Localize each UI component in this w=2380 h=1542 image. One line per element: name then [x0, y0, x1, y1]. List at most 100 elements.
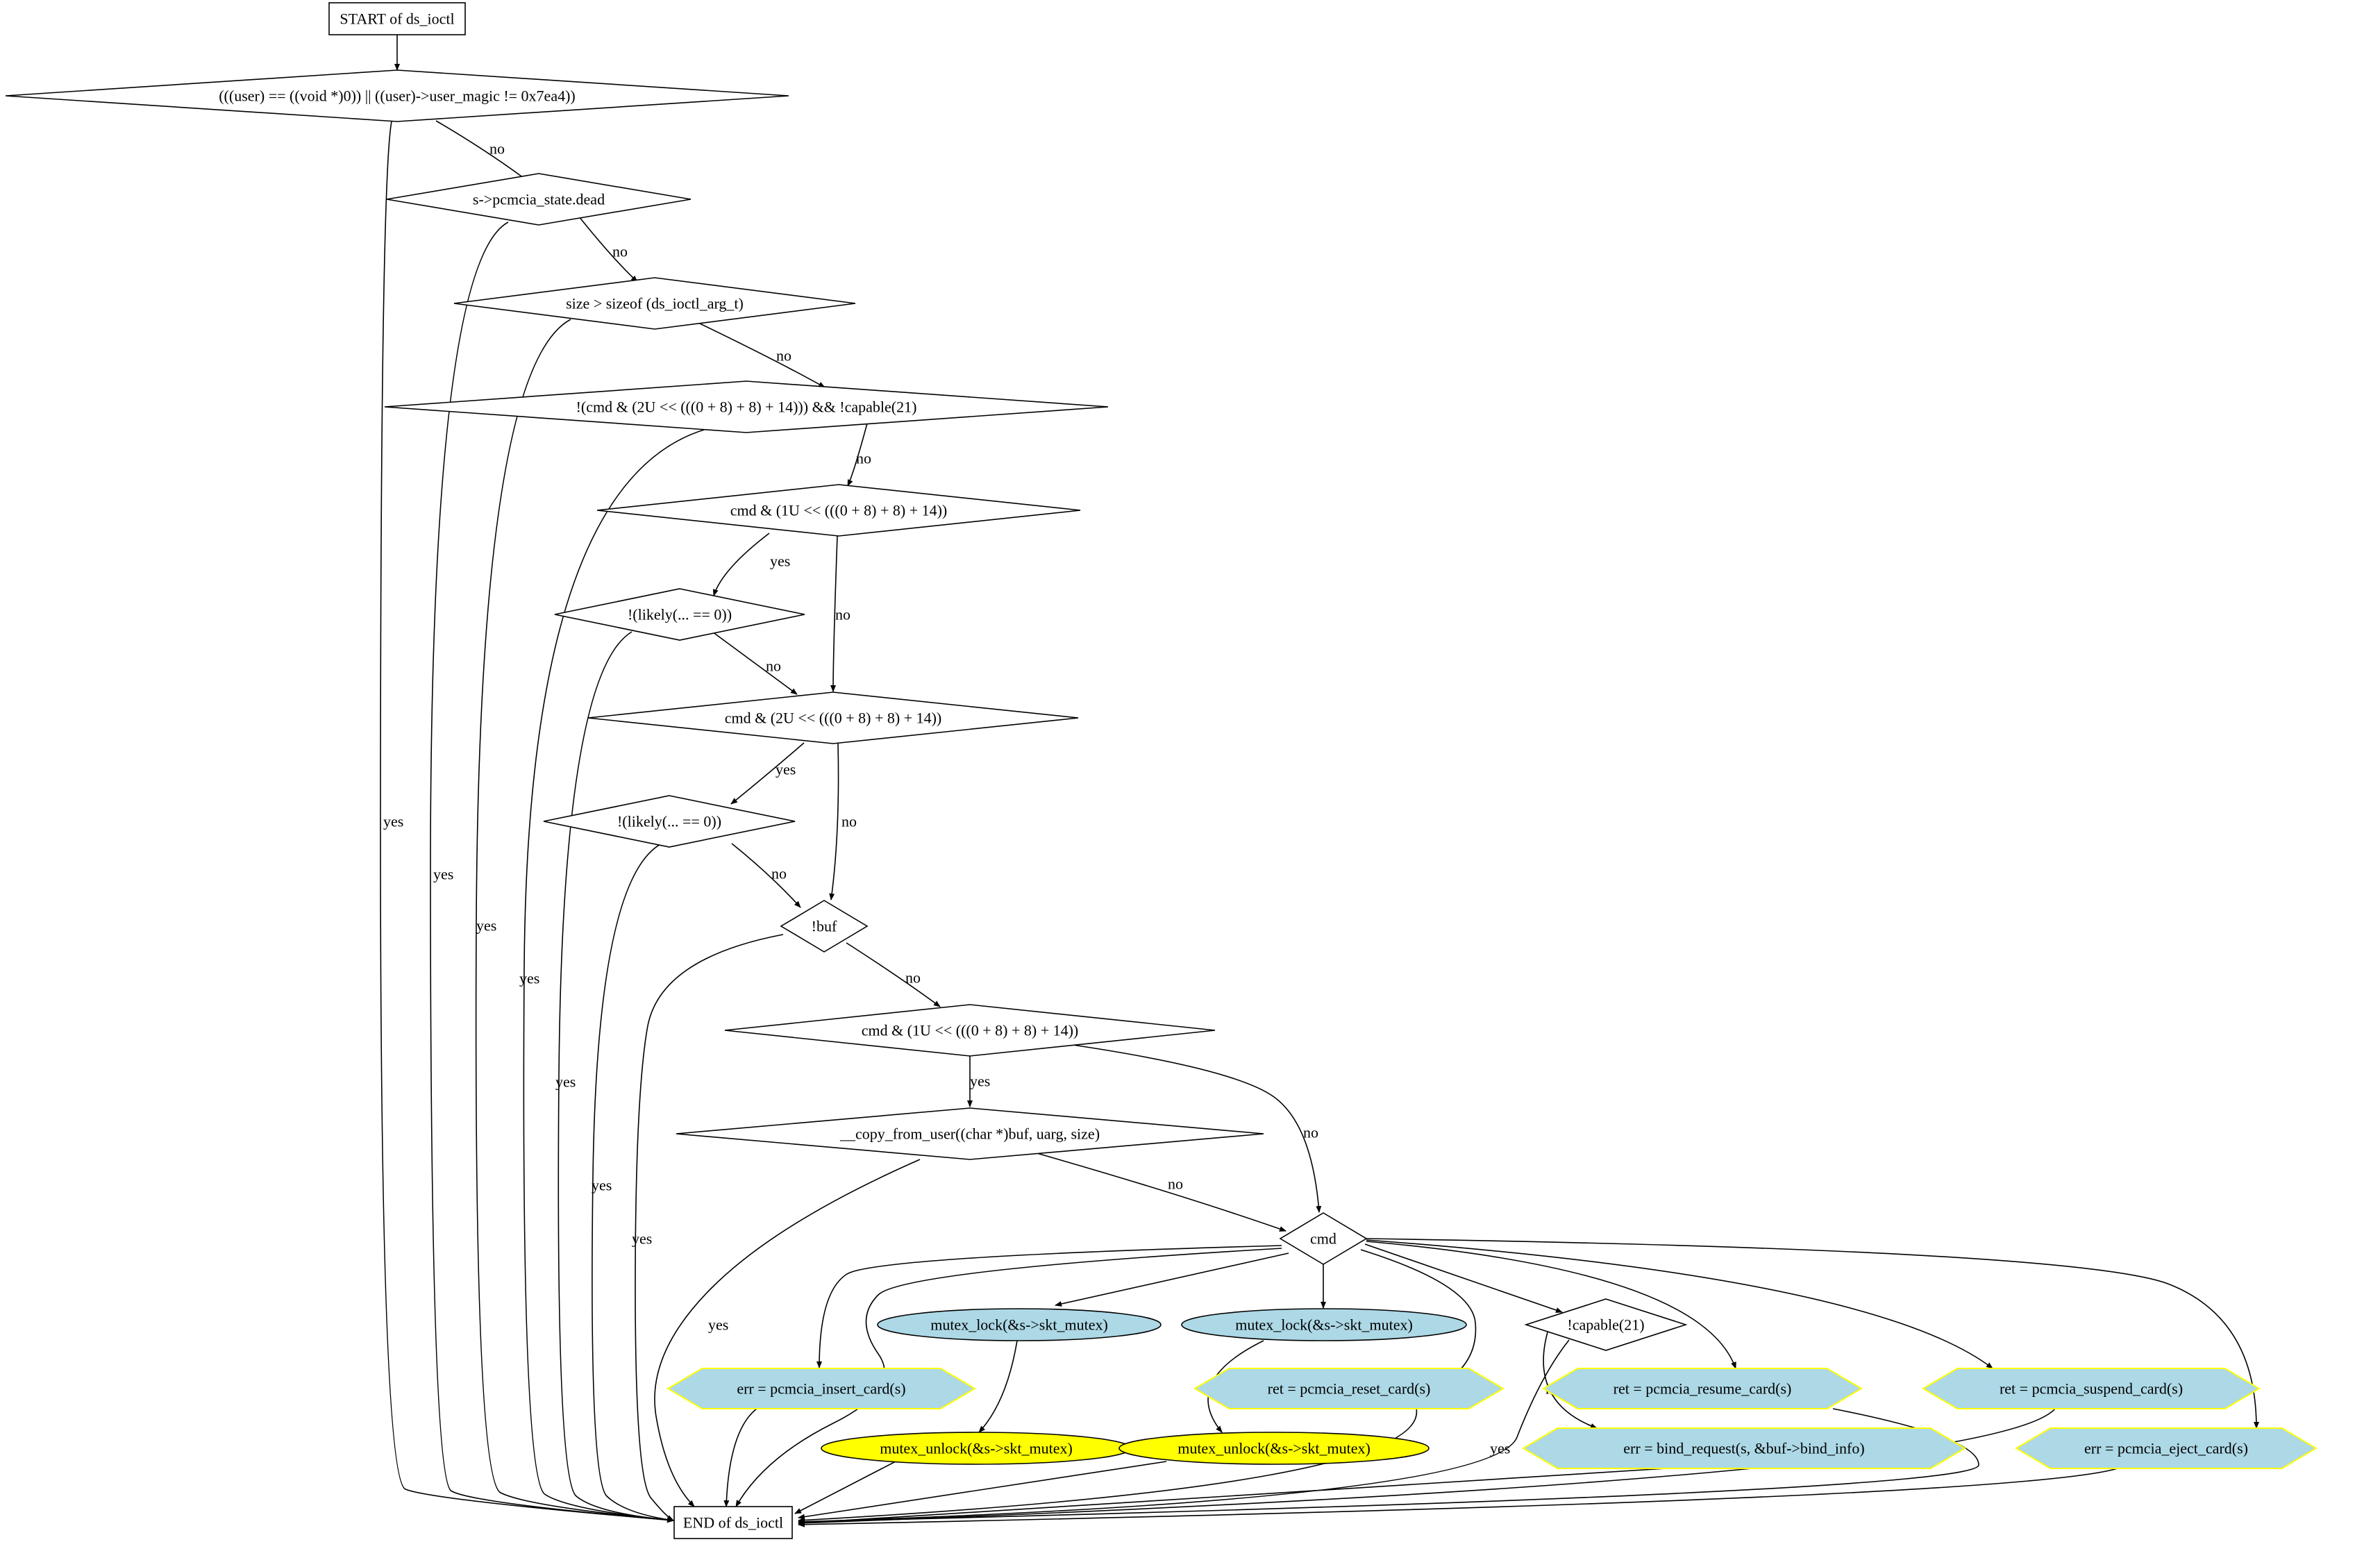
edge-c-size-to-c-cap1: no [699, 323, 826, 388]
diamond-shape [386, 173, 692, 226]
diamond-shape [780, 900, 869, 953]
edge-c-cmd-to-end [735, 1248, 1282, 1507]
edge-c-lk1-to-c-out: no [712, 631, 798, 695]
edge-c-buf-to-end: yes [632, 934, 784, 1521]
edge-line [798, 1468, 2118, 1527]
edge-line [712, 631, 798, 695]
edge-line [523, 424, 725, 1523]
edge-label-no: no [771, 865, 787, 882]
node-label: !capable(21) [1567, 1316, 1644, 1334]
edge-c-copy-to-end: yes [654, 1159, 921, 1507]
node-label: !(likely(... == 0)) [617, 813, 721, 830]
edge-c-lk2-to-end: yes [592, 842, 674, 1523]
hexagon-shape [1542, 1368, 1863, 1409]
edge-line [380, 121, 674, 1523]
diamond-shape [453, 277, 856, 330]
hexagon-shape [667, 1368, 976, 1409]
edge-label-no: no [1168, 1175, 1183, 1193]
node-label: !(likely(... == 0)) [628, 606, 732, 623]
node-c-user: (((user) == ((void *)0)) || ((user)->use… [5, 69, 789, 122]
node-c-lk1: !(likely(... == 0)) [554, 588, 805, 641]
edge-line [1366, 1239, 1993, 1369]
edge-c-cmd-to-a-suspend [1366, 1239, 1993, 1369]
edge-c-cmd-to-a-resume [1366, 1241, 1736, 1369]
edge-c-cap1-to-end: yes [519, 424, 725, 1523]
node-start: START of ds_ioctl [328, 2, 466, 35]
edge-a-eject-to-end [798, 1468, 2118, 1527]
node-unlock1: mutex_unlock(&s->skt_mutex) [821, 1432, 1132, 1465]
edge-line [1055, 1252, 1289, 1307]
node-c-in1: cmd & (1U << (((0 + 8) + 8) + 14)) [596, 484, 1081, 537]
hexagon-shape [1922, 1368, 2261, 1409]
node-label: mutex_lock(&s->skt_mutex) [1235, 1316, 1413, 1334]
edge-c-size-to-end: yes [475, 319, 674, 1523]
ellipse-shape [1181, 1308, 1467, 1341]
edge-line [816, 1245, 1282, 1368]
edge-line [798, 1408, 1418, 1523]
node-label: cmd & (1U << (((0 + 8) + 8) + 14)) [862, 1022, 1079, 1039]
node-label: START of ds_ioctl [340, 10, 454, 28]
node-lock2: mutex_lock(&s->skt_mutex) [1181, 1308, 1467, 1341]
node-label: !buf [812, 918, 837, 935]
edge-line [576, 212, 638, 283]
edge-label-no: no [1303, 1124, 1318, 1141]
node-c-out: cmd & (2U << (((0 + 8) + 8) + 14)) [587, 692, 1079, 744]
edge-label-yes: yes [592, 1177, 612, 1194]
edge-line [475, 319, 674, 1523]
edge-c-cmd-to-a-eject [1366, 1238, 2259, 1429]
edge-label-no: no [905, 969, 921, 987]
edge-c-dead-to-c-size: no [576, 212, 638, 283]
edge-line [654, 1159, 921, 1507]
node-a-resume: ret = pcmcia_resume_card(s) [1542, 1368, 1863, 1409]
edge-c-out-to-c-lk2: yes [730, 742, 805, 805]
edge-label-no: no [856, 450, 871, 467]
node-a-eject: err = pcmcia_eject_card(s) [2015, 1427, 2318, 1469]
hexagon-shape [1522, 1427, 1966, 1469]
node-c-dead: s->pcmcia_state.dead [386, 173, 692, 226]
edge-c-user-to-c-dead: no [435, 120, 530, 183]
node-label: (((user) == ((void *)0)) || ((user)->use… [219, 87, 576, 105]
edge-label-yes: yes [476, 917, 496, 935]
edge-label-yes: yes [776, 761, 796, 778]
edge-line [1072, 1044, 1322, 1213]
edge-line [430, 221, 674, 1523]
diamond-shape [1524, 1298, 1688, 1351]
edges-layer: noyesnoyesnoyesnoyesyesnonoyesyesnonoyes… [380, 35, 2259, 1527]
node-c-buf: !buf [780, 900, 869, 953]
edge-c-user-to-end: yes [380, 121, 674, 1523]
edge-c-lk1-to-end: yes [555, 631, 674, 1523]
edge-label-yes: yes [770, 553, 790, 570]
edge-a-suspend-to-end [798, 1408, 2056, 1526]
edge-c-cmd-to-lock1 [1055, 1252, 1289, 1307]
edge-line [798, 1461, 1167, 1520]
node-c-cmd: cmd [1279, 1212, 1368, 1265]
edge-label-no: no [776, 347, 791, 364]
nodes-layer: START of ds_ioctl (((user) == ((void *)0)… [5, 2, 2318, 1539]
edge-line [794, 1461, 896, 1514]
node-label: mutex_unlock(&s->skt_mutex) [880, 1440, 1073, 1457]
node-label: __copy_from_user((char *)buf, uarg, size… [839, 1125, 1100, 1143]
edge-c-in1-to-c-lk1: yes [712, 533, 790, 596]
edge-line [635, 934, 784, 1521]
node-unlock2: mutex_unlock(&s->skt_mutex) [1118, 1432, 1430, 1465]
edge-line [1364, 1243, 1563, 1313]
edge-a-insert-to-end [723, 1408, 757, 1507]
node-label: mutex_unlock(&s->skt_mutex) [1178, 1440, 1371, 1457]
edge-c-cmd-to-c-cap2 [1364, 1243, 1563, 1313]
edge-line [1366, 1238, 2259, 1429]
node-label: END of ds_ioctl [683, 1514, 783, 1532]
edge-line [435, 120, 530, 183]
edge-line [830, 535, 838, 692]
diamond-shape [1279, 1212, 1368, 1265]
node-label: size > sizeof (ds_ioctl_arg_t) [566, 295, 744, 312]
edge-line [558, 631, 674, 1523]
node-label: cmd & (2U << (((0 + 8) + 8) + 14)) [725, 710, 942, 727]
edge-line [846, 942, 941, 1007]
diamond-shape [596, 484, 1081, 537]
edge-line [798, 1468, 1667, 1526]
edge-label-no: no [489, 140, 505, 158]
edge-line [712, 533, 770, 596]
diamond-shape [554, 588, 805, 641]
node-label: cmd & (1U << (((0 + 8) + 8) + 14)) [730, 502, 948, 519]
